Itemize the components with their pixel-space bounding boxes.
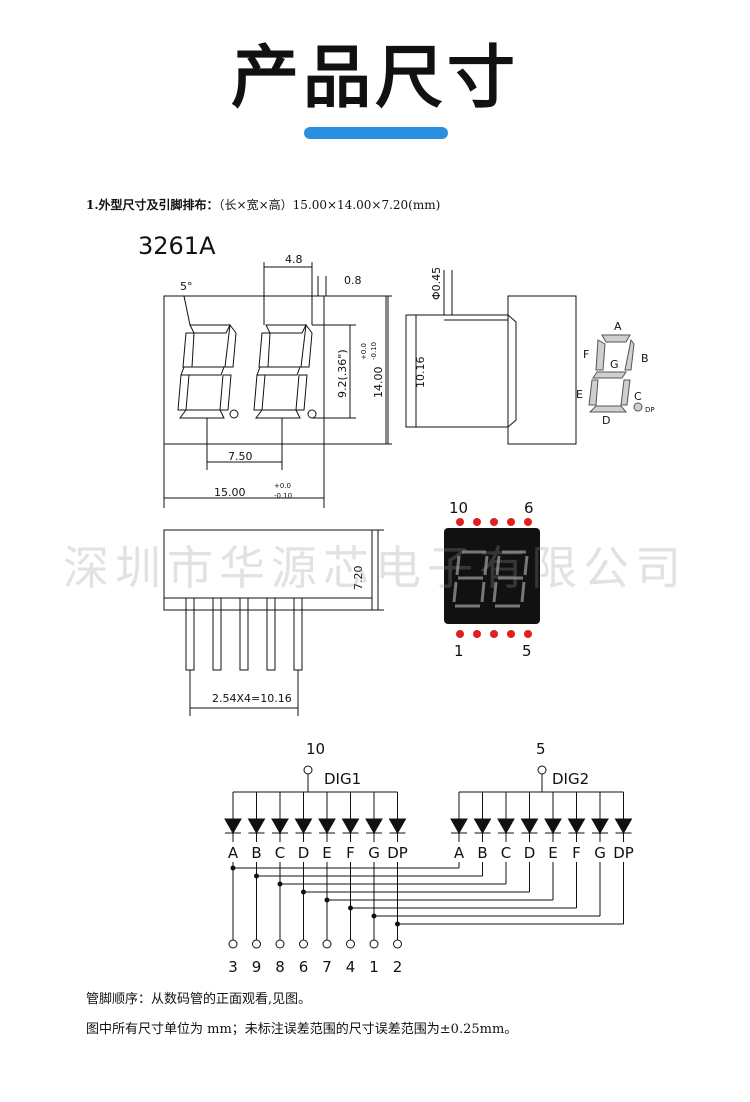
diode (497, 818, 515, 835)
led-pin-6: 6 (524, 499, 534, 517)
side-view-tab (507, 295, 577, 445)
dig1-label: DIG1 (324, 770, 361, 788)
front-view-body (163, 295, 387, 445)
segment-dp-label-dig2: DP (613, 844, 634, 862)
note-pin-order: 管脚顺序：从数码管的正面观看,见图。 (86, 992, 312, 1007)
circuit-diagram (224, 765, 633, 949)
diode (388, 818, 407, 835)
dim-15-tol-plus: +0.0 (274, 482, 291, 490)
dim-15-00: 15.00 (214, 486, 246, 499)
dim-pitch: 2.54X4=10.16 (212, 692, 292, 705)
pin-number-7: 7 (322, 958, 332, 976)
seg-label-f: F (583, 348, 589, 361)
spec-line: 1.外型尺寸及引脚排布：（长×宽×高）15.00×14.00×7.20(mm) (86, 196, 440, 213)
dim-14-tol-plus: +0.0 (360, 343, 368, 360)
diode (614, 818, 633, 835)
pin-number-8: 8 (275, 958, 285, 976)
segment-c-label-dig1: C (275, 844, 285, 862)
diode (271, 818, 289, 835)
led-pin-5: 5 (522, 642, 532, 660)
seg-label-a: A (614, 320, 622, 333)
diode (591, 818, 609, 835)
seg-label-g: G (610, 358, 619, 371)
segment-b-label-dig1: B (251, 844, 261, 862)
led-pin-1: 1 (454, 642, 464, 660)
diode (318, 818, 336, 835)
diode (341, 818, 360, 835)
seg-label-c: C (634, 390, 642, 403)
dig2-label: DIG2 (552, 770, 589, 788)
seg-label-b: B (641, 352, 649, 365)
dim-15-tol-minus: -0.10 (274, 492, 292, 500)
diode (567, 818, 586, 835)
segment-map (588, 334, 643, 413)
dim-14-00: 14.00 (372, 367, 385, 399)
diode (544, 818, 562, 835)
dim-0-8: 0.8 (344, 274, 362, 287)
dig2-pin-number: 5 (536, 740, 546, 758)
diode (473, 818, 492, 835)
diode (520, 818, 539, 835)
model-number: 3261A (138, 232, 216, 260)
segment-d-label-dig2: D (524, 844, 536, 862)
diode (224, 818, 242, 835)
diode (294, 818, 313, 835)
seg-label-dp: DP (645, 406, 655, 414)
pin-number-4: 4 (346, 958, 356, 976)
seg-label-d: D (602, 414, 610, 427)
bottom-view-body (163, 529, 373, 611)
diode (365, 818, 383, 835)
seg-label-e: E (576, 388, 583, 401)
page-title: 产品尺寸 (230, 39, 519, 118)
segment-e-label-dig2: E (548, 844, 557, 862)
segment-b-label-dig2: B (477, 844, 487, 862)
segment-e-label-dig1: E (322, 844, 331, 862)
dim-10-16: 10.16 (414, 357, 427, 389)
segment-g-label-dig2: G (594, 844, 606, 862)
note-units: 图中所有尺寸单位为 mm；未标注误差范围的尺寸误差范围为±0.25mm。 (86, 1022, 518, 1037)
front-digit-1 (177, 323, 239, 419)
bottom-view-pins (185, 597, 303, 671)
pin-number-1: 1 (369, 958, 379, 976)
segment-a-label-dig1: A (228, 844, 239, 862)
segment-f-label-dig2: F (572, 844, 581, 862)
diode (247, 818, 266, 835)
pin-number-2: 2 (393, 958, 403, 976)
pin-number-3: 3 (228, 958, 238, 976)
segment-dp-label-dig1: DP (387, 844, 408, 862)
dim-pin-dia: Φ0.45 (430, 267, 443, 300)
title-underline (304, 127, 448, 139)
spec-label: 1.外型尺寸及引脚排布： (86, 198, 219, 212)
segment-g-label-dig1: G (368, 844, 380, 862)
dim-4-8: 4.8 (285, 253, 303, 266)
dim-14-tol-minus: -0.10 (370, 342, 378, 360)
diode (450, 818, 468, 835)
front-digit-2 (253, 323, 317, 419)
dim-5deg: 5° (180, 280, 193, 293)
pin-number-6: 6 (299, 958, 309, 976)
dim-9-2: 9.2(.36") (336, 349, 349, 398)
pin-number-9: 9 (252, 958, 262, 976)
dig1-pin-number: 10 (306, 740, 325, 758)
segment-c-label-dig2: C (501, 844, 511, 862)
segment-f-label-dig1: F (346, 844, 355, 862)
spec-value: （长×宽×高）15.00×14.00×7.20(mm) (218, 198, 441, 212)
dim-7-20: 7.20 (352, 566, 365, 591)
segment-d-label-dig1: D (298, 844, 310, 862)
led-photo (444, 518, 540, 638)
segment-a-label-dig2: A (454, 844, 465, 862)
watermark: 深圳市华源芯电子有限公司 (63, 541, 687, 595)
dim-7-50: 7.50 (228, 450, 253, 463)
led-pin-10: 10 (449, 499, 468, 517)
